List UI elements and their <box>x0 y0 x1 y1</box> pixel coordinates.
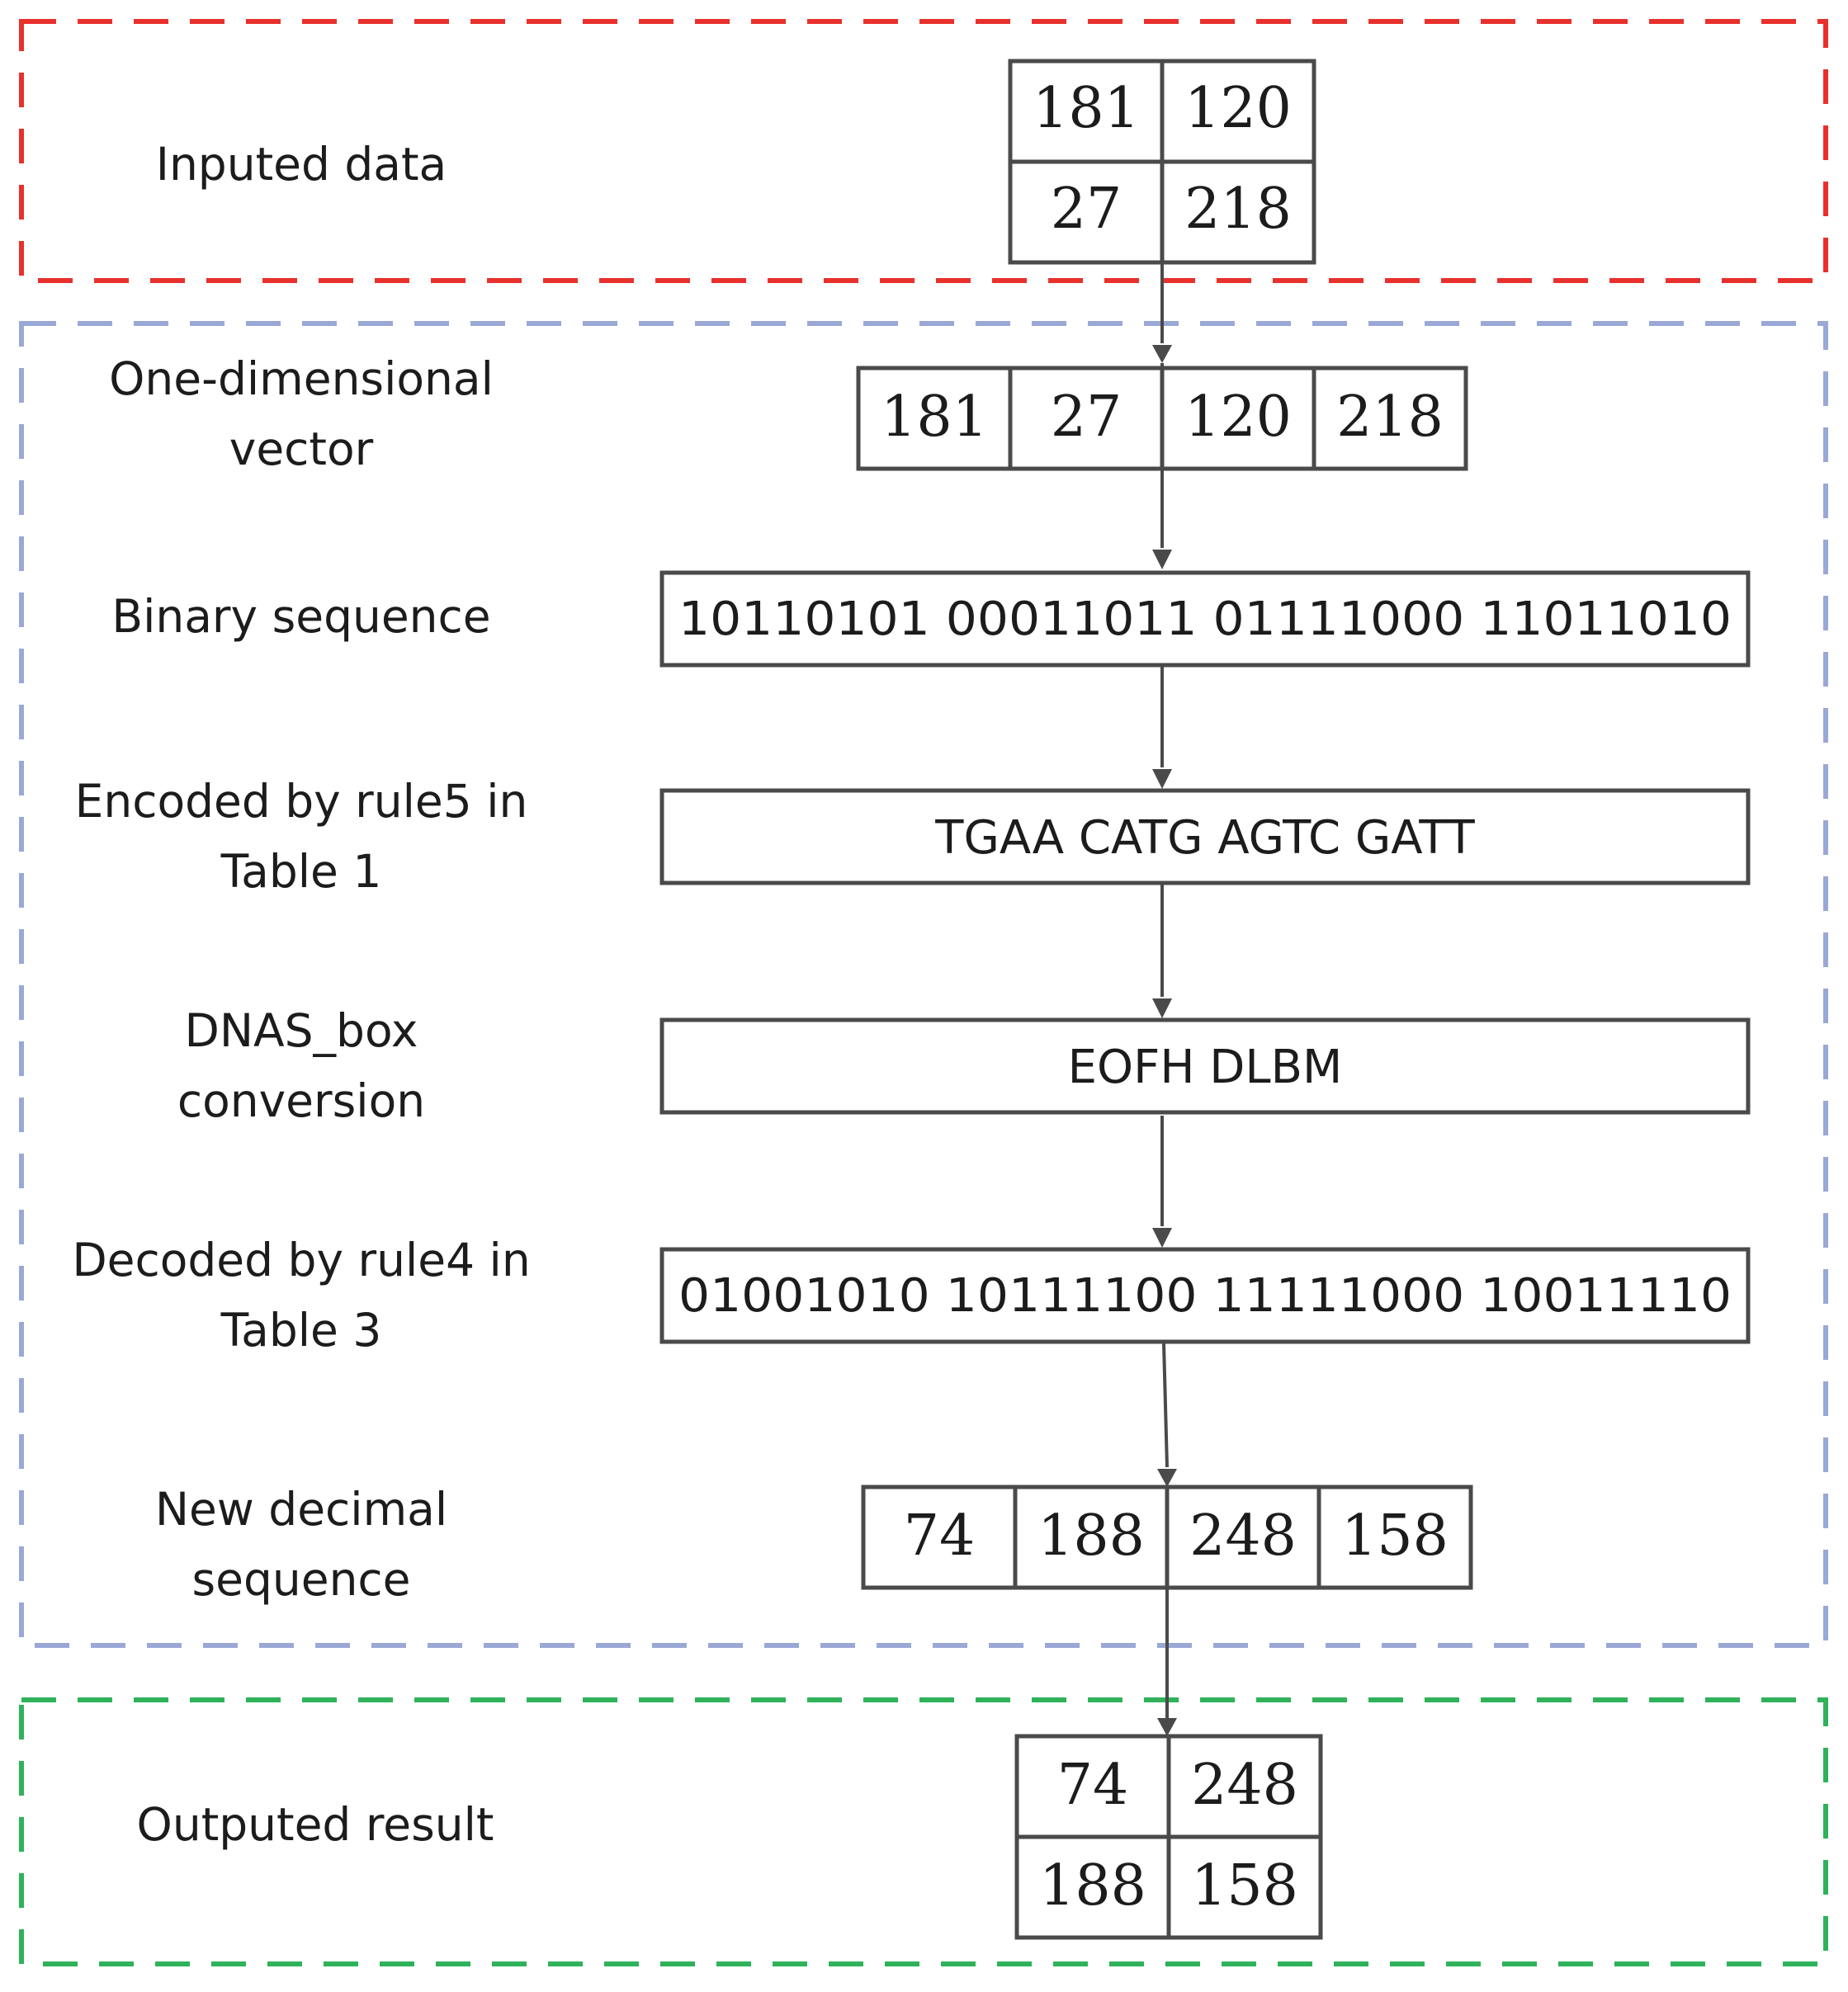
label-decoded-line1: Decoded by rule4 in <box>72 1234 530 1286</box>
encoded-sequence-value: TGAA CATG AGTC GATT <box>934 811 1475 865</box>
arrowhead-encoded <box>1152 769 1172 789</box>
label-dnas-line2: conversion <box>177 1074 425 1127</box>
label-new-decimal-line2: sequence <box>191 1553 410 1606</box>
label-encoded-line1: Encoded by rule5 in <box>75 775 528 828</box>
vector-value: 218 <box>1336 385 1444 450</box>
input-matrix: 181 120 27 218 <box>1008 59 1316 265</box>
input-value: 181 <box>1033 76 1140 141</box>
encoded-sequence-box <box>659 788 1751 885</box>
arrowhead-binary <box>1152 550 1172 569</box>
output-matrix: 74 248 188 158 <box>1014 1734 1323 1940</box>
binary-sequence-box <box>659 570 1751 668</box>
vector-value: 27 <box>1051 385 1123 450</box>
label-encoded-line2: Table 1 <box>220 845 382 898</box>
arrowhead-output <box>1157 1718 1177 1736</box>
label-new-decimal-line1: New decimal <box>155 1483 447 1536</box>
dnas-box <box>659 1017 1751 1115</box>
input-cell <box>1160 159 1316 265</box>
output-cell <box>1166 1834 1323 1940</box>
arrowhead-dnas <box>1152 998 1172 1018</box>
arrowhead-decimal <box>1157 1469 1177 1487</box>
output-cell <box>1166 1734 1323 1839</box>
output-value: 158 <box>1191 1853 1298 1919</box>
vector-value: 181 <box>881 385 988 450</box>
input-value: 218 <box>1184 177 1292 242</box>
decimal-cell <box>1316 1485 1473 1590</box>
label-one-dimensional-line1: One-dimensional <box>109 352 494 405</box>
arrowhead-decoded <box>1152 1228 1172 1248</box>
output-cell <box>1014 1834 1171 1940</box>
decimal-value: 74 <box>904 1503 976 1569</box>
output-value: 188 <box>1039 1853 1146 1919</box>
decoded-sequence-box <box>659 1247 1751 1344</box>
decimal-cell <box>861 1485 1018 1590</box>
input-value: 120 <box>1184 76 1292 141</box>
decimal-value: 158 <box>1341 1503 1449 1569</box>
label-outputed-result: Outputed result <box>137 1798 494 1851</box>
label-binary-sequence: Binary sequence <box>111 590 490 643</box>
label-decoded-line2: Table 3 <box>220 1304 382 1357</box>
vector-cell <box>1160 366 1316 471</box>
decimal-cell <box>1013 1485 1170 1590</box>
label-inputed-data: Inputed data <box>156 138 447 191</box>
process-zone <box>19 321 1828 1648</box>
decimal-value: 188 <box>1037 1503 1145 1569</box>
vector-cell <box>1312 366 1468 471</box>
input-value: 27 <box>1051 177 1123 242</box>
vector-value: 120 <box>1184 385 1292 450</box>
arrowhead-vector <box>1152 345 1172 363</box>
new-decimal-row: 74 188 248 158 <box>861 1485 1473 1590</box>
decoded-sequence-value: 01001010 10111100 11111000 10011110 <box>678 1269 1732 1323</box>
label-one-dimensional-line2: vector <box>229 422 374 475</box>
connector-decoded-to-decimal <box>1162 1343 1169 1468</box>
binary-sequence-value: 10110101 00011011 01111000 11011010 <box>678 592 1732 646</box>
output-value: 248 <box>1191 1753 1298 1818</box>
input-cell <box>1008 59 1165 164</box>
decimal-value: 248 <box>1189 1503 1297 1569</box>
vector-cell <box>1008 366 1165 471</box>
dnas-box-value: EOFH DLBM <box>1068 1041 1343 1094</box>
input-zone <box>19 19 1828 283</box>
output-cell <box>1014 1734 1171 1839</box>
vector-row: 181 27 120 218 <box>856 366 1468 471</box>
label-dnas-line1: DNAS_box <box>185 1004 418 1057</box>
output-value: 74 <box>1057 1753 1129 1818</box>
decimal-cell <box>1165 1485 1321 1590</box>
output-zone <box>19 1697 1828 1966</box>
